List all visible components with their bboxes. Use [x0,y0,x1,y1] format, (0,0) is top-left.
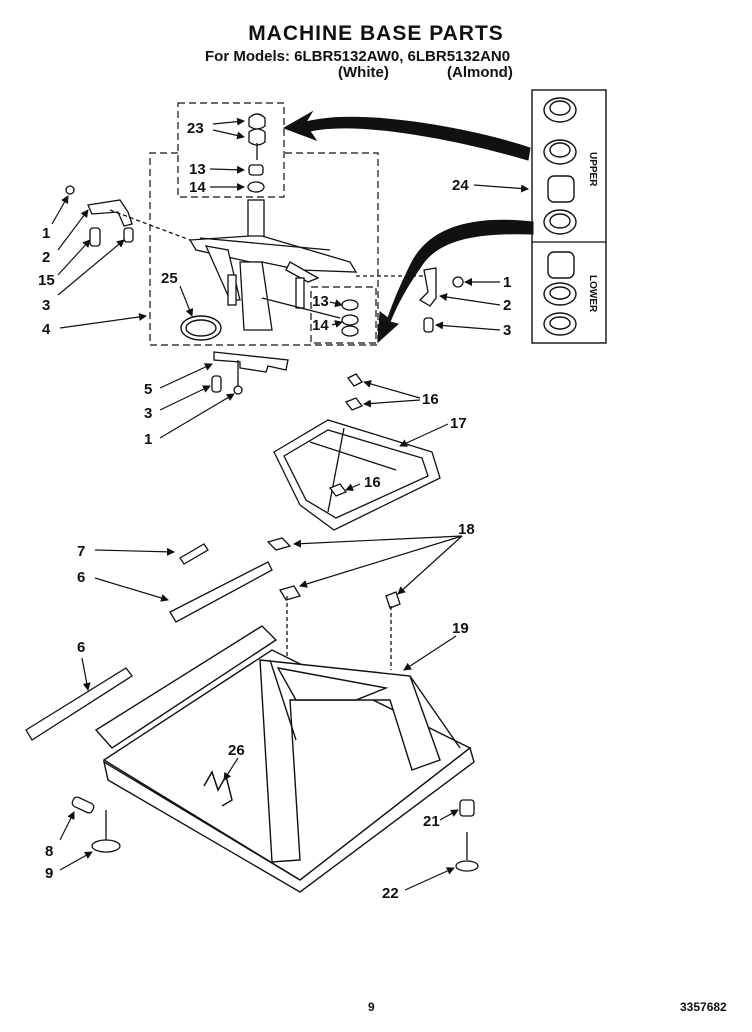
part-13-14-lower [341,299,359,337]
callout-24: 24 [452,177,469,194]
callout-2-right: 2 [503,297,511,314]
variant-white: (White) [338,64,389,81]
part-7-spring [179,543,209,565]
callout-22: 22 [382,885,399,902]
lower-label: LOWER [587,275,598,313]
document-number: 3357682 [680,1000,727,1014]
callout-16-lower: 16 [364,474,381,491]
part-23-bearings [248,113,266,160]
part-17-rack [273,373,441,531]
callout-1-lower: 1 [144,431,152,448]
callout-1-right: 1 [503,274,511,291]
upper-dashed-box [149,102,379,346]
callout-numbers: 23 13 14 24 1 2 15 3 25 4 1 2 3 13 14 5 … [38,120,511,902]
part-13-14-upper [247,164,265,193]
callout-7: 7 [77,543,85,560]
part-26-hanger [203,770,233,807]
callout-3-right: 3 [503,322,511,339]
callout-23: 23 [187,120,204,137]
left-bracket-parts [65,185,191,247]
callout-19: 19 [452,620,469,637]
part-18-clips [266,537,401,670]
callout-25: 25 [161,270,178,287]
part-25-ring [180,315,222,341]
callout-18: 18 [458,521,475,538]
callout-15: 15 [38,272,55,289]
callout-13-upper: 13 [189,161,206,178]
leader-lines [51,117,529,891]
callout-1-left: 1 [42,225,50,242]
callout-16-upper: 16 [422,391,439,408]
callout-9: 9 [45,865,53,882]
callout-14-upper: 14 [189,179,206,196]
upper-label: UPPER [587,152,598,187]
part-19-base-frame [94,625,475,893]
front-leg-parts [71,796,121,853]
callout-3-lower: 3 [144,405,152,422]
models-line: For Models: 6LBR5132AW0, 6LBR5132AN0 [205,48,511,65]
kit-curved-arrows [282,110,534,344]
callout-6-upper: 6 [77,569,85,586]
callout-21: 21 [423,813,440,830]
callout-2-left: 2 [42,249,50,266]
part-5-bracket [211,351,289,395]
callout-17: 17 [450,415,467,432]
callout-6-lower: 6 [77,639,85,656]
callout-4: 4 [42,321,51,338]
page-number: 9 [368,1000,375,1014]
callout-5: 5 [144,381,152,398]
kit-box-24: UPPER LOWER [531,89,607,344]
part-4-hub-assembly [188,199,358,331]
variant-almond: (Almond) [447,64,513,81]
rear-leg-parts [455,799,479,872]
callout-8: 8 [45,843,53,860]
part-6-rails [25,561,273,741]
callout-14-lower: 14 [312,317,329,334]
page-title: MACHINE BASE PARTS [248,22,504,45]
callout-13-lower: 13 [312,293,329,310]
callout-26: 26 [228,742,245,759]
callout-3-left: 3 [42,297,50,314]
